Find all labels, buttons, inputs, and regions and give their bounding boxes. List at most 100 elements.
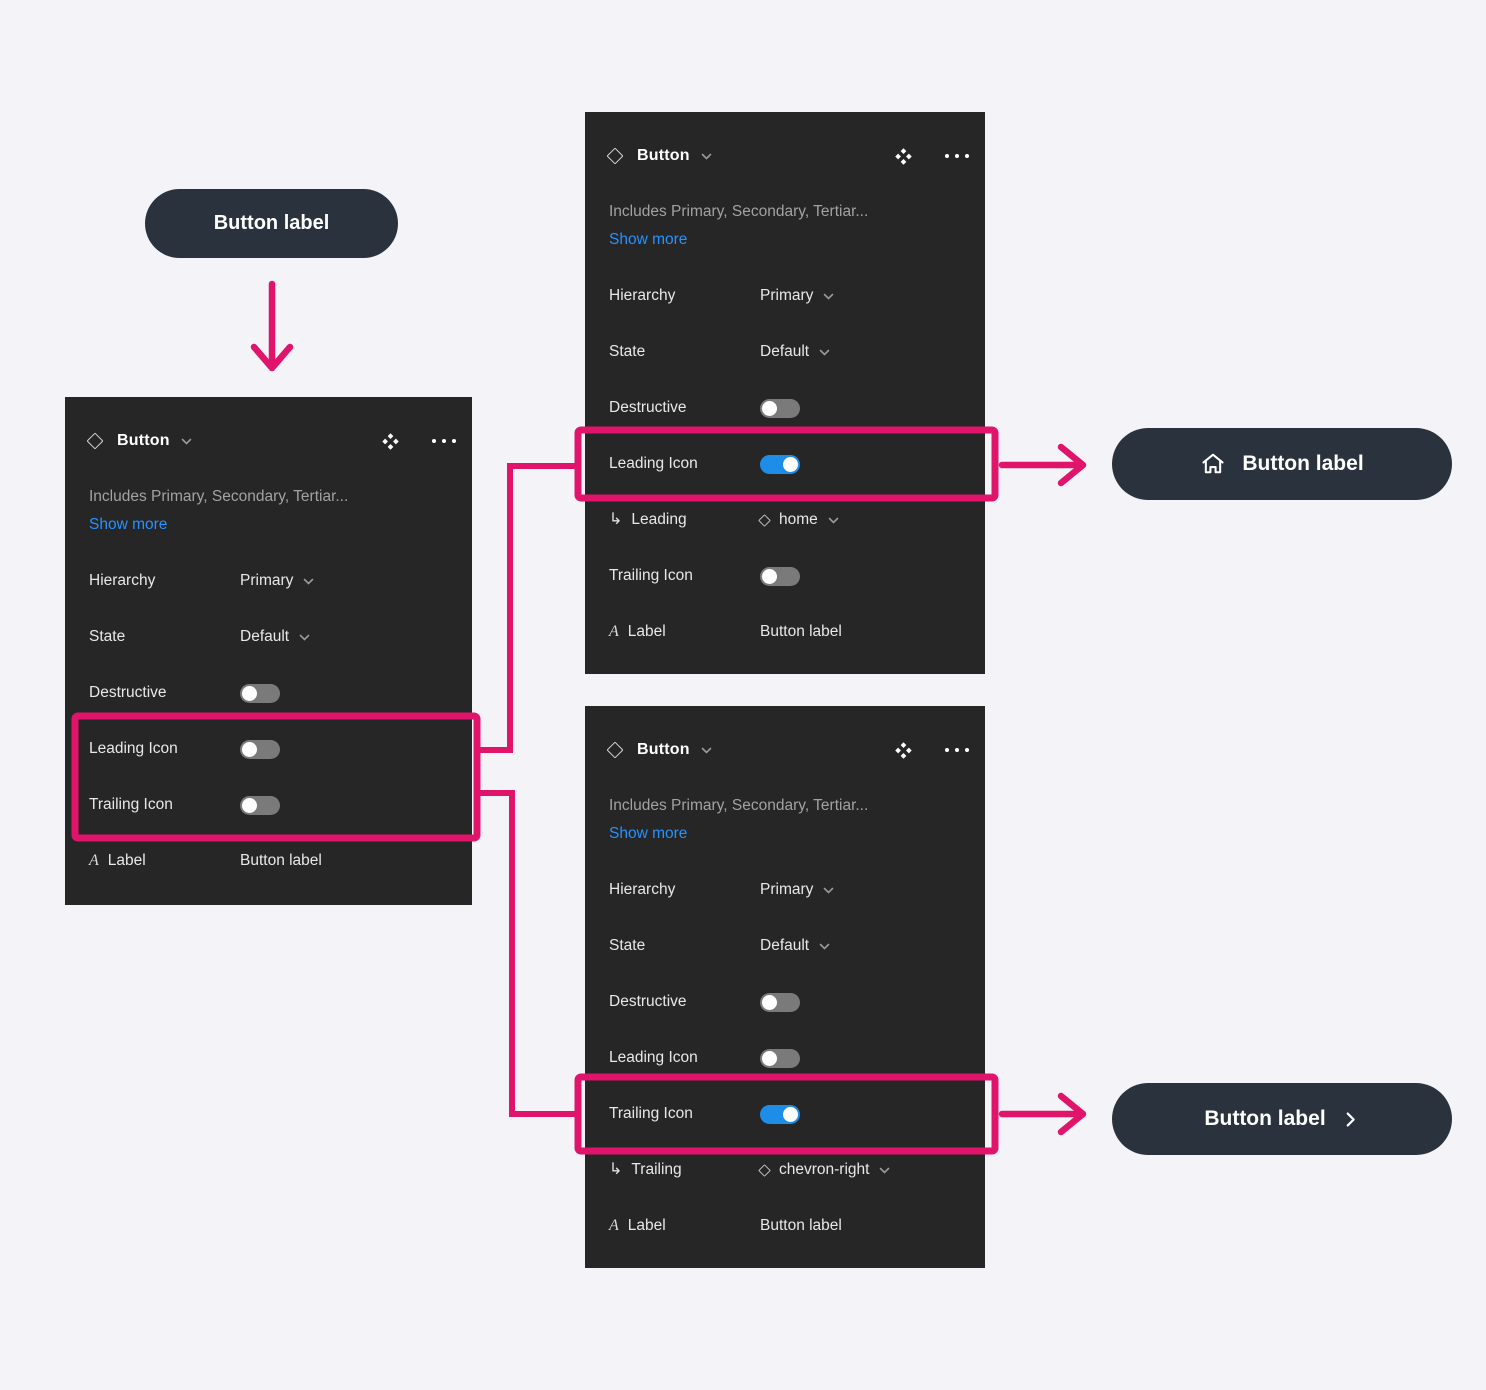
- description-text: Includes Primary, Secondary, Tertiar...: [89, 488, 349, 505]
- return-hook-arrow-icon: ↳: [609, 511, 623, 528]
- trailing-icon-toggle[interactable]: [240, 795, 280, 815]
- chevron-down-icon: [880, 1167, 890, 1174]
- prop-row-label: A Label Button label: [585, 604, 985, 660]
- label-text-value[interactable]: Button label: [240, 852, 322, 869]
- prop-label: Leading: [631, 511, 687, 528]
- prop-label: Label: [627, 623, 666, 640]
- chevron-down-icon[interactable]: [701, 153, 712, 160]
- panel-header: Button: [86, 419, 458, 463]
- hierarchy-dropdown[interactable]: Primary: [240, 572, 314, 590]
- return-hook-arrow-icon: ↳: [609, 1161, 623, 1178]
- chevron-down-icon: [299, 634, 310, 641]
- dropdown-value: Default: [760, 343, 810, 360]
- home-icon: [1202, 453, 1224, 474]
- chevron-down-icon: [304, 578, 314, 585]
- connector-trailing: [477, 790, 578, 1117]
- prop-label: State: [89, 628, 126, 645]
- dropdown-value: Primary: [760, 881, 814, 898]
- description-text: Includes Primary, Secondary, Tertiar...: [609, 203, 869, 220]
- dropdown-value: chevron-right: [779, 1161, 870, 1178]
- panel-title[interactable]: Button: [117, 432, 170, 449]
- chevron-right-icon: [1346, 1111, 1355, 1127]
- prop-row-leading-icon: Leading Icon: [585, 436, 985, 492]
- prop-row-leading-select: ↳ Leading home: [585, 492, 985, 548]
- prop-label: Destructive: [89, 684, 167, 701]
- leading-icon-toggle[interactable]: [760, 454, 800, 474]
- prop-label: State: [609, 343, 646, 360]
- prop-label: Label: [627, 1217, 666, 1234]
- panel-title[interactable]: Button: [637, 741, 690, 758]
- prop-label: Trailing Icon: [609, 1105, 693, 1122]
- panel-title[interactable]: Button: [637, 147, 690, 164]
- component-four-diamonds-icon[interactable]: [894, 741, 913, 760]
- chevron-down-icon[interactable]: [181, 438, 192, 445]
- prop-label: Leading Icon: [609, 455, 698, 472]
- properties-panel-base: Button Includes Primary, Secondary, Tert…: [65, 397, 472, 905]
- component-four-diamonds-icon[interactable]: [894, 147, 913, 166]
- destructive-toggle[interactable]: [240, 683, 280, 703]
- prop-label: Hierarchy: [89, 572, 156, 589]
- description-text: Includes Primary, Secondary, Tertiar...: [609, 797, 869, 814]
- show-more-link[interactable]: Show more: [609, 825, 688, 842]
- chevron-down-icon: [819, 943, 830, 950]
- chevron-down-icon[interactable]: [701, 747, 712, 754]
- dropdown-value: Default: [760, 937, 810, 954]
- prop-label: Hierarchy: [609, 881, 676, 898]
- trailing-icon-toggle[interactable]: [760, 566, 800, 586]
- destructive-toggle[interactable]: [760, 992, 800, 1012]
- leading-icon-select[interactable]: home: [758, 511, 839, 529]
- state-dropdown[interactable]: Default: [240, 628, 310, 646]
- result-button-leading-icon[interactable]: Button label: [1112, 428, 1452, 500]
- prop-row-destructive: Destructive: [585, 974, 985, 1030]
- prop-label: Trailing Icon: [609, 567, 693, 584]
- properties-panel-leading-on: Button Includes Primary, Secondary, Tert…: [585, 112, 985, 674]
- component-description: Includes Primary, Secondary, Tertiar... …: [609, 198, 961, 254]
- prop-label: State: [609, 937, 646, 954]
- prop-row-trailing-icon: Trailing Icon: [585, 1086, 985, 1142]
- prop-row-trailing-icon: Trailing Icon: [65, 777, 472, 833]
- arrow-right-trailing-head: [1057, 1092, 1087, 1136]
- ellipsis-menu-icon[interactable]: [945, 748, 969, 752]
- prop-row-trailing-icon: Trailing Icon: [585, 548, 985, 604]
- ellipsis-menu-icon[interactable]: [432, 439, 456, 443]
- show-more-link[interactable]: Show more: [89, 516, 168, 533]
- result-button-label: Button label: [1242, 452, 1364, 475]
- destructive-toggle[interactable]: [760, 398, 800, 418]
- show-more-link[interactable]: Show more: [609, 231, 688, 248]
- prop-label: Destructive: [609, 399, 687, 416]
- prop-label: Label: [107, 852, 146, 869]
- prop-row-state: State Default: [585, 324, 985, 380]
- diamond-outline-icon: [606, 741, 624, 759]
- dropdown-value: Default: [240, 628, 290, 645]
- hierarchy-dropdown[interactable]: Primary: [760, 881, 834, 899]
- arrow-right-leading-head: [1057, 443, 1087, 487]
- prop-label: Leading Icon: [89, 740, 178, 757]
- state-dropdown[interactable]: Default: [760, 343, 830, 361]
- result-button-trailing-icon[interactable]: Button label: [1112, 1083, 1452, 1155]
- leading-icon-toggle[interactable]: [240, 739, 280, 759]
- trailing-icon-select[interactable]: chevron-right: [758, 1161, 890, 1179]
- chevron-down-icon: [824, 293, 834, 300]
- dropdown-value: Primary: [760, 287, 814, 304]
- diamond-icon: [758, 1163, 771, 1177]
- prop-row-destructive: Destructive: [65, 665, 472, 721]
- component-four-diamonds-icon[interactable]: [381, 432, 400, 451]
- label-text-value[interactable]: Button label: [760, 623, 842, 640]
- chevron-down-icon: [819, 349, 830, 356]
- label-text-value[interactable]: Button label: [760, 1217, 842, 1234]
- italic-a-text-icon: A: [609, 1217, 619, 1234]
- trailing-icon-toggle[interactable]: [760, 1104, 800, 1124]
- prop-row-leading-icon: Leading Icon: [65, 721, 472, 777]
- prop-label: Destructive: [609, 993, 687, 1010]
- hierarchy-dropdown[interactable]: Primary: [760, 287, 834, 305]
- state-dropdown[interactable]: Default: [760, 937, 830, 955]
- ellipsis-menu-icon[interactable]: [945, 154, 969, 158]
- diamond-outline-icon: [606, 147, 624, 165]
- panel-header: Button: [606, 134, 971, 178]
- intro-button-pill[interactable]: Button label: [145, 189, 398, 258]
- dropdown-value: Primary: [240, 572, 294, 589]
- leading-icon-toggle[interactable]: [760, 1048, 800, 1068]
- intro-button-label: Button label: [213, 212, 330, 234]
- chevron-down-icon: [828, 517, 839, 524]
